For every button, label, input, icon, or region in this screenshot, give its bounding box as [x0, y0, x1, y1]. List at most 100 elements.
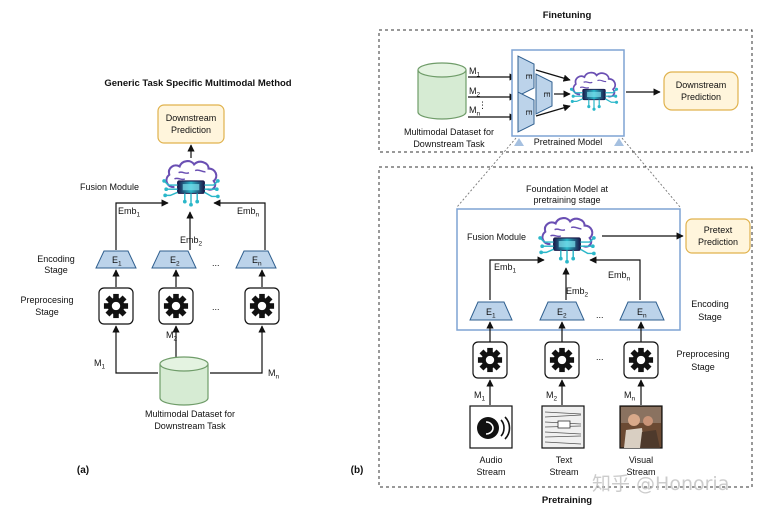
downstream-prediction-line1: Downstream: [166, 113, 217, 123]
b-encoder-2-label: E2: [557, 307, 567, 320]
panel-b-encoder-2: E2: [539, 301, 585, 321]
panel-a-encoder-2: E2: [151, 250, 197, 269]
top-downstream-prediction: Downstream Prediction: [663, 71, 739, 111]
brain-chip-icon: [161, 160, 221, 208]
panel-a-m1-label: M1: [94, 358, 106, 371]
encoder-1-label: E1: [112, 255, 122, 268]
projection-line-left: [456, 137, 517, 208]
top-encoder-1-label: E: [524, 74, 533, 79]
top-encoder-2: E: [535, 73, 553, 115]
panel-b-preprocessing-stage-line2: Stage: [691, 362, 715, 372]
downstream-prediction-line2: Prediction: [171, 125, 211, 135]
panel-a-preprocessing-stage-line1: Preprocesing: [20, 295, 73, 305]
panel-a-encoding-stage-line1: Encoding: [37, 254, 75, 264]
panel-a-dataset-line2: Downstream Task: [154, 421, 226, 431]
panel-b-gear-ellipsis: ...: [596, 352, 604, 362]
top-mn-label: Mn: [469, 105, 481, 118]
b-m1-label: M1: [474, 390, 486, 403]
emb-1-label: Emb1: [118, 206, 141, 219]
panel-a-encoder-ellipsis: ...: [212, 258, 220, 268]
panel-b-preprocessing-stage-line1: Preprocesing: [676, 349, 729, 359]
panel-b-encoding-stage-line1: Encoding: [691, 299, 729, 309]
panel-a: Generic Task Specific Multimodal Method …: [20, 78, 291, 476]
audio-stream-line1: Audio: [479, 455, 502, 465]
panel-b-encoder-1: E1: [469, 301, 513, 321]
finetuning-title: Finetuning: [543, 10, 592, 21]
text-stream-line1: Text: [556, 455, 573, 465]
text-stream-box: [541, 405, 585, 449]
panel-a-dataset-line1: Multimodal Dataset for: [145, 409, 235, 419]
projection-line-right: [621, 137, 681, 208]
top-dataset-line1: Multimodal Dataset for: [404, 127, 494, 137]
top-encoder-2-label: E: [542, 92, 551, 97]
panel-b-encoding-stage-line2: Stage: [698, 312, 722, 322]
gear-icon: [163, 293, 189, 319]
audio-speaker-icon: [477, 416, 511, 440]
b-emb-1-label: Emb1: [494, 262, 517, 275]
top-encoder-1: E: [517, 55, 535, 97]
pretext-line2: Prediction: [698, 237, 738, 247]
emb-2-label: Emb2: [180, 235, 203, 248]
b-m2-label: M2: [546, 390, 558, 403]
encoder-2-label: E2: [170, 255, 180, 268]
panel-b-encoder-ellipsis: ...: [596, 310, 604, 320]
finetuning-frame: [378, 29, 753, 153]
gear-icon: [628, 347, 654, 373]
panel-a-title: Generic Task Specific Multimodal Method: [104, 78, 291, 89]
panel-b-fusion-module-label: Fusion Module: [467, 232, 526, 242]
panel-a-encoding-stage-line2: Stage: [44, 265, 68, 275]
encoder-n-label: En: [252, 255, 262, 268]
audio-stream-line2: Stream: [476, 467, 505, 477]
gear-icon: [103, 293, 129, 319]
audio-stream-box: [469, 405, 513, 449]
emb-n-label: Embn: [237, 206, 260, 219]
panel-b: Finetuning Multimodal Dataset for Downst…: [351, 10, 753, 506]
b-encoder-1-label: E1: [486, 307, 496, 320]
panel-a-downstream-prediction: Downstream Prediction: [157, 104, 225, 144]
gear-icon: [477, 347, 503, 373]
projection-arrow-left: [514, 138, 524, 146]
top-downstream-line1: Downstream: [676, 80, 727, 90]
text-stream-line2: Stream: [549, 467, 578, 477]
top-m2-label: M2: [469, 86, 481, 99]
pretext-line1: Pretext: [704, 225, 733, 235]
pretext-prediction: Pretext Prediction: [685, 218, 751, 254]
pretrained-model-label: Pretrained Model: [534, 137, 603, 147]
gear-icon: [249, 293, 275, 319]
pretraining-title: Pretraining: [542, 495, 592, 506]
panel-a-mn-label: Mn: [268, 368, 280, 381]
panel-a-encoder-1: E1: [95, 250, 137, 269]
panel-b-encoder-n: En: [619, 301, 665, 321]
projection-arrow-right: [614, 138, 624, 146]
text-noise-image: [544, 411, 582, 445]
database-icon: [417, 62, 467, 120]
top-encoder-n: E: [517, 91, 535, 133]
panel-a-m2-label: M2: [166, 330, 178, 343]
visual-stream-line1: Visual: [629, 455, 653, 465]
top-downstream-line2: Prediction: [681, 92, 721, 102]
watermark-text: 知乎 @Honoria: [592, 473, 729, 495]
panel-a-encoder-n: En: [235, 250, 277, 269]
b-mn-label: Mn: [624, 390, 636, 403]
top-m1-label: M1: [469, 66, 481, 79]
top-vdots: ⋮: [478, 100, 487, 110]
visual-stream-box: [619, 405, 663, 449]
panel-a-gear-ellipsis: ...: [212, 302, 220, 312]
panel-a-fusion-module-label: Fusion Module: [80, 182, 139, 192]
panel-b-label: (b): [351, 465, 364, 476]
top-encoder-n-label: E: [524, 110, 533, 115]
gear-icon: [549, 347, 575, 373]
panel-a-preprocessing-stage-line2: Stage: [35, 307, 59, 317]
b-emb-n-label: Embn: [608, 270, 631, 283]
foundation-model-line2: pretraining stage: [533, 195, 600, 205]
top-dataset-line2: Downstream Task: [413, 139, 485, 149]
b-emb-2-label: Emb2: [566, 286, 589, 299]
database-icon: [159, 356, 209, 406]
panel-a-label: (a): [77, 465, 89, 476]
visual-stream-line2: Stream: [626, 467, 655, 477]
b-encoder-n-label: En: [637, 307, 647, 320]
pretraining-frame: [378, 166, 753, 488]
photo-image: [621, 407, 661, 448]
foundation-model-line1: Foundation Model at: [526, 184, 609, 194]
